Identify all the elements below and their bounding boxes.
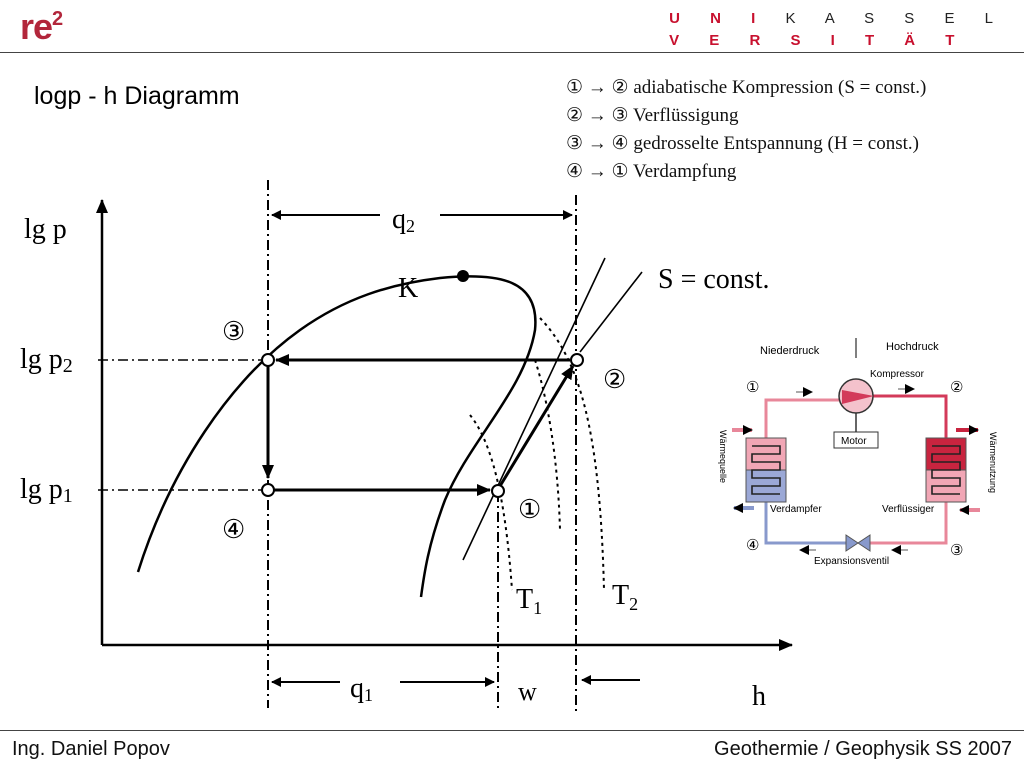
evaporator-label: Verdampfer: [770, 504, 822, 515]
x-axis-label: h: [752, 681, 766, 712]
evaporator-coil: [751, 445, 781, 495]
legend-item-3: ③ → ④ gedrosselte Entspannung (H = const…: [566, 133, 919, 154]
legend-item-2: ② → ③ Verflüssigung: [566, 105, 739, 126]
isentrope-2: [579, 271, 643, 353]
q2-label-main: q: [392, 204, 406, 235]
q2-label-sub: 2: [406, 216, 415, 236]
point-3: [261, 353, 275, 367]
point-1: [491, 484, 505, 498]
low-pressure-label: Niederdruck: [760, 345, 820, 357]
q1-label: q1: [350, 673, 373, 705]
pipe-1-compressor: [764, 398, 840, 438]
point-label-3: ③: [222, 317, 245, 346]
p2-label: lg p2: [20, 344, 73, 377]
p1-label: lg p1: [20, 474, 73, 507]
q2-label: q2: [392, 204, 415, 236]
page-title: logp - h Diagramm: [34, 82, 240, 110]
schematic-point-2: ②: [950, 380, 963, 396]
uni-line1-red: U N I: [669, 10, 769, 27]
q1-label-main: q: [350, 673, 364, 704]
expansion-valve: [845, 534, 871, 552]
isotherm-t2: [539, 317, 605, 591]
t1-label-sub: 1: [533, 598, 542, 618]
schematic-point-4: ④: [746, 538, 759, 554]
footer-course: Geothermie / Geophysik SS 2007: [714, 738, 1012, 760]
university-logo: U N I K A S S E L V E R S I T Ä T: [669, 8, 1006, 52]
legend-item-4: ④ → ① Verdampfung: [566, 161, 737, 182]
p2-label-sub: 2: [63, 355, 73, 377]
process-legend: ① → ② adiabatische Kompression (S = cons…: [566, 74, 926, 186]
compressor-wedge: [842, 390, 874, 404]
footer-rule: [0, 730, 1024, 731]
t2-label: T2: [612, 580, 638, 614]
schematic-point-1: ①: [746, 380, 759, 396]
t2-label-main: T: [612, 580, 629, 611]
legend-item-1: ① → ② adiabatische Kompression (S = cons…: [566, 77, 927, 98]
schematic-point-3: ③: [950, 543, 963, 559]
y-axis-label: lg p: [24, 214, 67, 245]
motor-box: [833, 431, 879, 449]
heat-source-label: Wärmequelle: [718, 430, 728, 483]
point-label-2: ②: [603, 365, 626, 394]
t1-label-main: T: [516, 584, 533, 615]
uni-line1-black: K A S S E L: [785, 10, 1006, 27]
point-label-1: ①: [518, 495, 541, 524]
motor-label: Motor: [841, 436, 867, 447]
point-label-4: ④: [222, 515, 245, 544]
pipe-3-valve: [870, 502, 948, 545]
isotherm-t1b: [534, 359, 561, 531]
pipe-valve-4: [764, 502, 846, 545]
logo-text: re: [20, 6, 53, 47]
p1-label-sub: 1: [63, 485, 73, 507]
condenser-coil: [931, 445, 961, 495]
p1-label-main: lg p: [20, 474, 63, 505]
compressor-label: Kompressor: [870, 369, 925, 380]
s-const-label: S = const.: [658, 264, 769, 295]
isentrope-1: [462, 257, 606, 561]
isotherm-t1: [469, 414, 513, 591]
expansion-valve-label: Expansionsventil: [814, 556, 889, 567]
point-4: [261, 483, 275, 497]
footer-author: Ing. Daniel Popov: [12, 738, 170, 760]
w-label: w: [518, 677, 537, 706]
high-pressure-label: Hochdruck: [886, 341, 939, 353]
q1-label-sub: 1: [364, 685, 373, 705]
pipe-compressor-2: [872, 394, 948, 438]
point-2: [570, 353, 584, 367]
critical-point: [457, 270, 469, 282]
uni-line2-red: V E R S I T Ä T: [669, 32, 968, 49]
condenser-label: Verflüssiger: [882, 504, 935, 515]
header-rule: [0, 52, 1024, 53]
heat-pump-schematic: Niederdruck Hochdruck Kompressor Motor V…: [718, 338, 998, 567]
t2-label-sub: 2: [629, 594, 638, 614]
k-label: K: [398, 273, 418, 304]
process-1-2: [498, 365, 575, 487]
re2-logo: re2: [20, 6, 63, 48]
p2-label-main: lg p: [20, 344, 63, 375]
t1-label: T1: [516, 584, 542, 618]
heat-use-label: Wärmenutzung: [988, 432, 998, 493]
saturation-dome: [136, 275, 537, 598]
logo-superscript: 2: [52, 8, 63, 30]
